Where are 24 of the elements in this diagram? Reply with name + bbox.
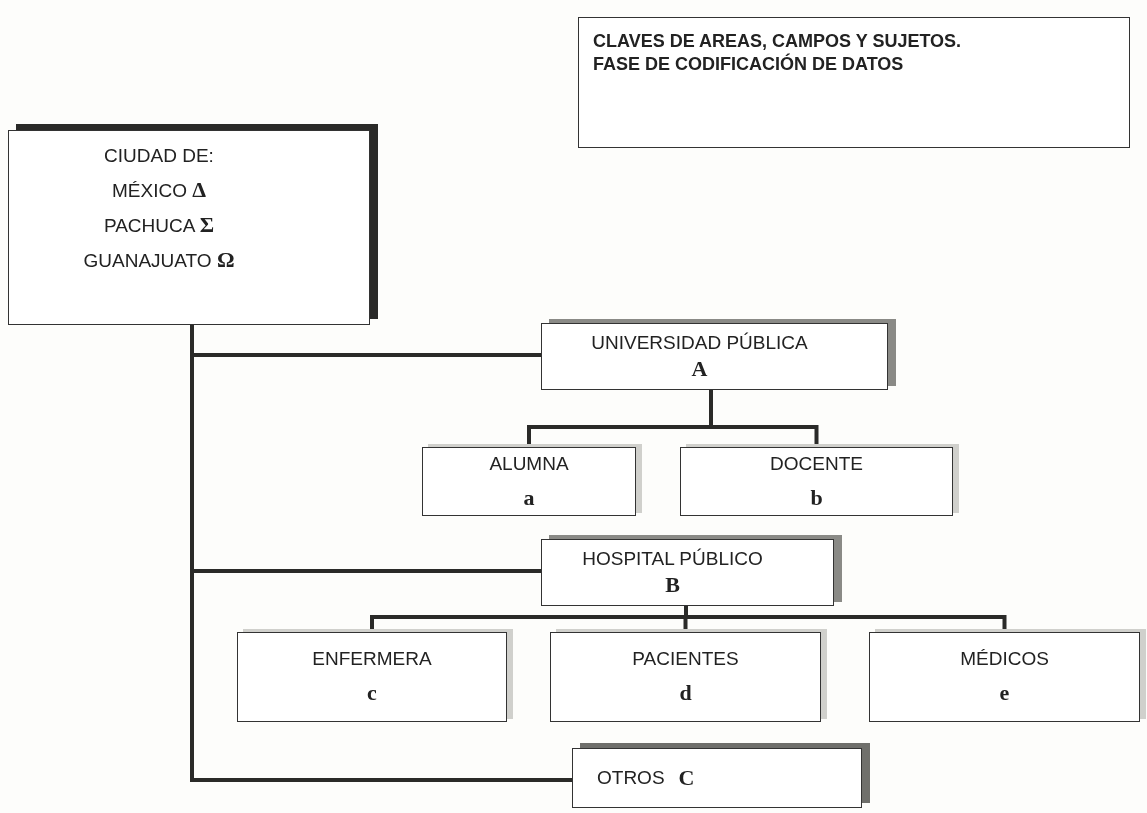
city-code-text: PACHUCA Σ xyxy=(103,211,215,239)
category-label: MÉDICOS xyxy=(960,648,1049,670)
heading-text: CIUDAD DE: xyxy=(104,144,214,168)
code-letter: B xyxy=(665,571,680,598)
category-label: DOCENTE xyxy=(770,452,863,475)
code-letter: a xyxy=(523,484,535,511)
category-label: HOSPITAL PÚBLICO xyxy=(582,547,763,570)
code-letter: e xyxy=(999,680,1010,706)
city-code-text: GUANAJUATO Ω xyxy=(83,246,235,274)
connector-line xyxy=(684,606,1007,632)
category-label: ALUMNA xyxy=(489,452,569,475)
note-box xyxy=(578,17,1130,148)
category-label: ENFERMERA xyxy=(312,648,432,670)
code-letter: A xyxy=(691,355,708,382)
code-letter: C xyxy=(678,765,695,791)
heading-text: CLAVES DE AREAS, CAMPOS Y SUJETOS. FASE DE CODIFICACIÓN DE DATOS xyxy=(593,30,963,76)
code-letter: c xyxy=(367,680,377,706)
category-label: UNIVERSIDAD PÚBLICA xyxy=(591,331,808,354)
connector-line xyxy=(709,390,819,447)
category-label: PACIENTES xyxy=(632,648,739,670)
city-code-text: MÉXICO Δ xyxy=(112,176,206,204)
category-label: OTROS xyxy=(597,767,665,789)
code-letter: b xyxy=(810,484,823,511)
code-letter: d xyxy=(679,680,692,706)
